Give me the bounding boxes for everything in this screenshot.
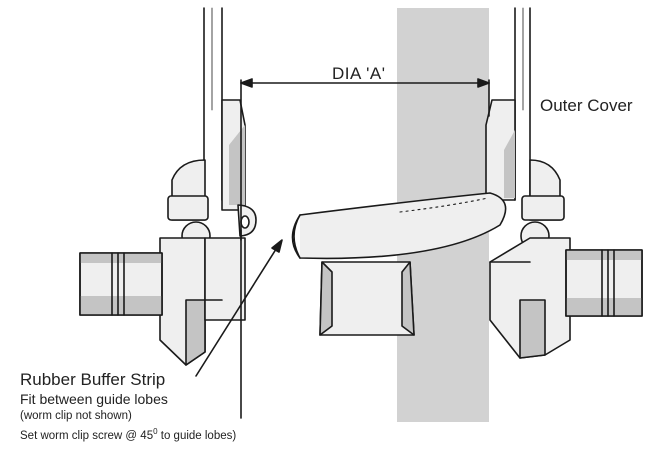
- worm-clip-note: (worm clip not shown): [20, 410, 132, 422]
- outer-cover-label: Outer Cover: [540, 96, 633, 115]
- set-screw-superscript: 0: [153, 427, 158, 436]
- rubber-buffer-label: Rubber Buffer Strip: [20, 370, 166, 389]
- dimension-label: DIA 'A': [332, 64, 386, 83]
- outer-cover-left: [203, 7, 223, 201]
- clamp-body-left: [159, 159, 246, 366]
- outer-cover-right: [514, 7, 531, 201]
- set-screw-suffix: to guide lobes): [157, 430, 237, 442]
- bottom-bracket: [319, 261, 415, 336]
- clamp-body-right: [489, 159, 571, 359]
- set-screw-note: Set worm clip screw @ 450 to guide lobes…: [20, 427, 236, 442]
- rubber-buffer-strip: [291, 192, 507, 260]
- guide-lobe-left: [221, 99, 257, 237]
- guide-lobe-right: [485, 99, 516, 201]
- set-screw-prefix: Set worm clip screw @ 45: [20, 430, 154, 442]
- fit-instruction: Fit between guide lobes: [20, 391, 168, 407]
- dimension-line: [240, 78, 490, 241]
- boss-right: [565, 249, 643, 317]
- boss-left: [79, 252, 163, 316]
- leader-arrow: [195, 239, 283, 377]
